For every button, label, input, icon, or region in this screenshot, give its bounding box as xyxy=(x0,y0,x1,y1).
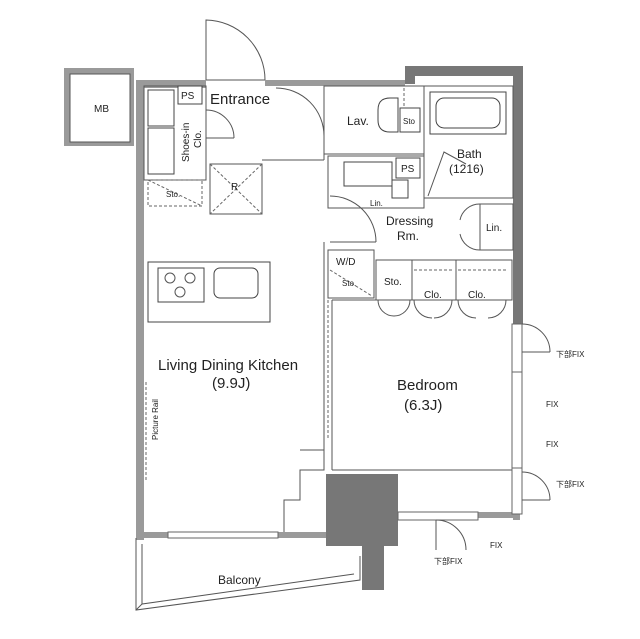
fix-1-label: FIX xyxy=(546,400,559,409)
sto-entry-label: Sto. xyxy=(166,190,180,199)
lin-small-label: Lin. xyxy=(370,199,383,208)
ldk-label: Living Dining Kitchen xyxy=(158,357,298,374)
shoes-in-label: Shoes-in xyxy=(181,123,192,162)
ps-top-label: PS xyxy=(181,91,195,102)
sto-wd-label: Sto. xyxy=(342,279,356,288)
lav-label: Lav. xyxy=(347,114,369,128)
dressing-label: Dressing xyxy=(386,214,433,228)
ps-mid-label: PS xyxy=(401,164,415,175)
fix-2-label: FIX xyxy=(546,440,559,449)
clo-shoes-label: Clo. xyxy=(193,130,204,148)
bath-label: Bath xyxy=(457,147,482,161)
picture-rail-label: Picture Rail xyxy=(151,399,160,440)
balcony xyxy=(135,538,361,611)
structural-column xyxy=(326,474,398,590)
clo-1-label: Clo. xyxy=(424,290,442,301)
fix-bottom-label: FIX xyxy=(490,541,503,550)
bedroom-label: Bedroom xyxy=(397,377,458,394)
r-label: R xyxy=(231,182,238,193)
sto-lav-label: Sto xyxy=(403,117,416,126)
wd-label: W/D xyxy=(336,257,355,268)
mb-box xyxy=(64,68,134,146)
fix-low-2-label: 下部FIX xyxy=(556,479,585,489)
clo-2-label: Clo. xyxy=(468,290,486,301)
balcony-label: Balcony xyxy=(218,573,261,587)
lin-right-label: Lin. xyxy=(486,223,502,234)
fix-low-bottom-label: 下部FIX xyxy=(434,556,463,566)
entrance-label: Entrance xyxy=(210,91,270,108)
bath-size-label: (1216) xyxy=(449,162,484,176)
ldk-size-label: (9.9J) xyxy=(212,375,250,392)
bottom-window xyxy=(397,511,479,551)
bedroom-size-label: (6.3J) xyxy=(404,397,442,414)
right-windows xyxy=(511,323,551,515)
dressing-rm-label: Rm. xyxy=(397,229,419,243)
sto-bed-label: Sto. xyxy=(384,277,402,288)
mb-label: MB xyxy=(94,104,109,115)
entrance-door[interactable] xyxy=(205,19,266,81)
fix-low-1-label: 下部FIX xyxy=(556,349,585,359)
